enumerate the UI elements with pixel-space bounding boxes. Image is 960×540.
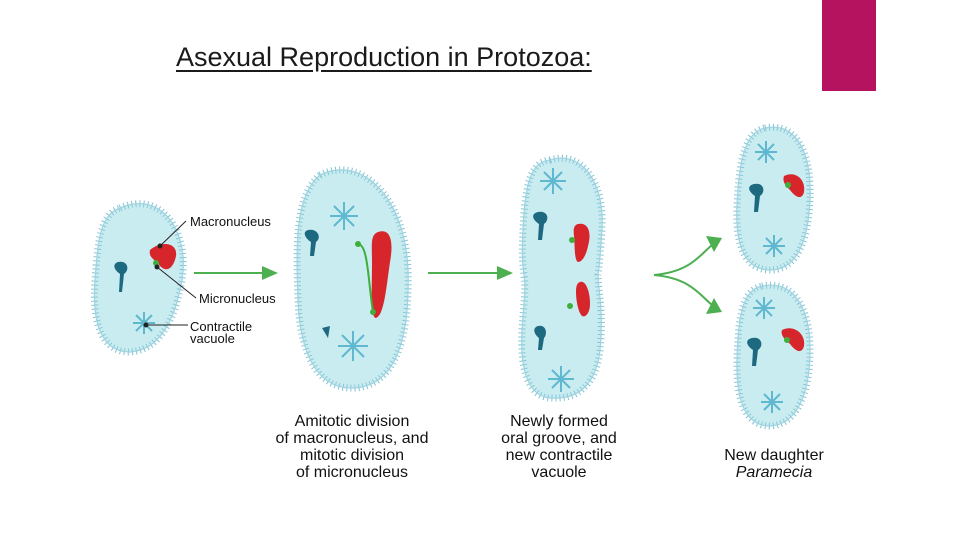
stage2-caption-line2: of macronucleus, and xyxy=(275,430,429,447)
stage4-caption: New daughter Paramecia xyxy=(704,447,844,481)
split-arrows xyxy=(653,236,722,314)
stage3-caption: Newly formed oral groove, and new contra… xyxy=(478,413,640,481)
callout-lines xyxy=(143,220,197,328)
arrow-stage1-to-2 xyxy=(194,266,278,280)
stage2-caption: Amitotic division of macronucleus, and m… xyxy=(254,413,450,481)
stage3-caption-line4: vacuole xyxy=(531,464,587,481)
stage4-caption-line2: Paramecia xyxy=(735,464,813,481)
daughter-paramecium-bottom xyxy=(733,281,814,430)
stage2-caption-line3: mitotic division xyxy=(299,447,405,464)
elongated-macronucleus xyxy=(371,231,392,318)
accent-bar xyxy=(822,0,876,91)
dividing-paramecium xyxy=(293,166,412,392)
contractile-vacuole-label-line2: vacuole xyxy=(190,331,235,346)
daughter-paramecium-top xyxy=(733,123,814,274)
contractile-vacuole xyxy=(133,312,155,334)
slide-title: Asexual Reproduction in Protozoa: xyxy=(176,42,592,72)
oral-groove xyxy=(304,229,319,256)
stage3-caption-line2: oral groove, and xyxy=(501,430,617,447)
stage3-caption-line1: Newly formed xyxy=(510,413,608,430)
parent-paramecium xyxy=(90,200,187,356)
macronucleus-shape xyxy=(149,244,177,270)
stage2-caption-line4: of micronucleus xyxy=(295,464,409,481)
stage4-caption-line1: New daughter xyxy=(724,447,824,464)
macronucleus-label: Macronucleus xyxy=(190,214,271,229)
constricting-paramecium xyxy=(518,154,606,402)
contractile-vacuole-label-line1: Contractile xyxy=(190,319,253,334)
arrow-stage2-to-3 xyxy=(428,266,513,280)
micronucleus-dot xyxy=(153,260,159,266)
stage3-caption-line3: new contractile xyxy=(505,447,613,464)
micronucleus-label: Micronucleus xyxy=(199,291,276,306)
stage2-caption-line1: Amitotic division xyxy=(294,413,410,430)
oral-groove xyxy=(114,261,128,292)
